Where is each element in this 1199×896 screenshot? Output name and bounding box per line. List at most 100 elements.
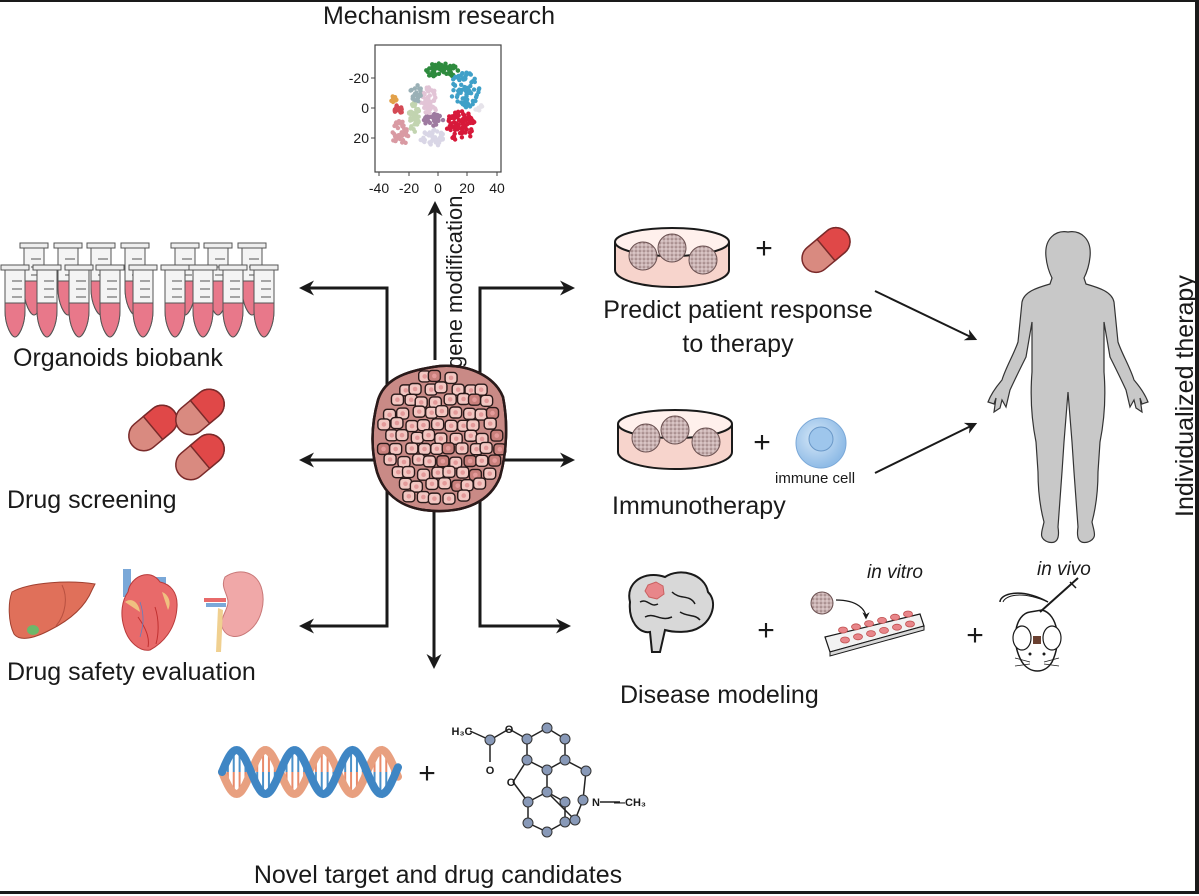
tsne-point-greyblue [409, 87, 414, 93]
organoid-nucleus [429, 481, 435, 487]
tsne-plot: -20 0 20 -40 -20 0 20 40 [349, 44, 505, 196]
organoid-nucleus [432, 373, 437, 379]
molecule-atom [541, 722, 553, 734]
organoid-nucleus [467, 458, 473, 464]
organoid-nucleus [490, 410, 495, 416]
organoid-nucleus [478, 387, 484, 393]
organoid-nucleus [467, 411, 472, 417]
well [892, 623, 902, 631]
organoid-nucleus [435, 421, 440, 427]
tsne-point-pale [473, 107, 478, 112]
well [877, 617, 887, 624]
test-tube-front [188, 264, 218, 338]
organoid-nucleus [421, 494, 426, 500]
wells [838, 610, 915, 644]
tsne-point-red [461, 125, 467, 130]
tube-cap [19, 242, 49, 249]
tsne-point-green [445, 65, 450, 71]
tsne-point-sage [414, 110, 419, 116]
dna-strand [218, 745, 402, 799]
test-tube-front [0, 264, 30, 338]
tsne-point-lavender [435, 129, 440, 134]
organoid-nucleus [479, 458, 485, 464]
organoid-nucleus [453, 410, 458, 415]
tsne-point-blue [472, 79, 477, 85]
tsne-xtick-label: 20 [459, 180, 475, 196]
well [905, 620, 915, 628]
organoid-nucleus [438, 436, 444, 441]
organoid-nucleus [387, 412, 392, 418]
mouse-icon [999, 577, 1079, 672]
well [851, 623, 861, 631]
molecule-nitrogen-label: N [592, 797, 600, 809]
tsne-point-lightpink [433, 107, 438, 113]
predict-response-label-line2: to therapy [682, 330, 794, 358]
drug-screening-label: Drug screening [7, 486, 177, 514]
tsne-point-rose [395, 125, 401, 131]
tsne-point-blue [470, 102, 475, 107]
organoid-nucleus [406, 493, 412, 499]
tsne-point-pale [476, 107, 482, 113]
tsne-point-blue [456, 73, 461, 79]
tube-cap [0, 264, 30, 271]
tsne-point-sage [415, 115, 420, 120]
well [853, 633, 863, 641]
organoid-cells [376, 369, 507, 505]
tsne-point-lavender [428, 141, 433, 146]
tsne-point-blue [459, 82, 464, 88]
tsne-point-lavender [418, 137, 423, 143]
in-vivo-label: in vivo [1037, 559, 1091, 580]
organoid-nucleus [478, 412, 484, 417]
tsne-point-blue [451, 88, 456, 93]
organoid-nucleus [416, 409, 422, 414]
tsne-point-lightpink [431, 98, 437, 104]
tsne-point-greyblue [412, 91, 417, 97]
molecule-oxygen-label: O [505, 724, 514, 736]
organoid-nucleus [403, 481, 408, 487]
tsne-point-blue [473, 95, 479, 100]
test-tube-front [32, 264, 62, 338]
organoid-nucleus [409, 446, 415, 451]
arrow-immune-to-human [874, 422, 978, 474]
tsne-point-green [433, 72, 438, 77]
molecule-atom [577, 794, 589, 806]
organoids-biobank-section: Organoids biobank [0, 242, 279, 372]
organoid-nucleus [487, 471, 493, 476]
organoid-nucleus [474, 446, 479, 452]
well [890, 613, 900, 621]
individualized-therapy-label: Individualized therapy [1171, 275, 1199, 517]
organoid-nucleus [461, 493, 467, 498]
molecule-atom [569, 814, 581, 826]
well [903, 610, 913, 618]
brain-icon [628, 571, 715, 653]
organoid-nucleus [381, 422, 387, 427]
tsne-point-green [451, 63, 456, 68]
molecule-oxygen-label: O [507, 777, 516, 789]
tube-cap [218, 264, 248, 271]
organoid-nucleus [433, 400, 438, 405]
tsne-point-blue [451, 77, 456, 82]
disease-modeling-section: + in vitro + in vivo Disease modeling [620, 559, 1091, 709]
organoid-nucleus [439, 408, 445, 414]
tsne-point-blue [460, 102, 466, 107]
organoid-nucleus [412, 386, 418, 392]
tube-cap [160, 264, 190, 271]
test-tube-front [218, 264, 248, 338]
organoid-nucleus [389, 432, 395, 438]
tsne-point-purple [433, 122, 438, 127]
tsne-ytick-label: -20 [349, 70, 369, 86]
tsne-point-rose [400, 119, 405, 125]
human-body-icon [987, 231, 1149, 544]
tsne-point-lightpink [425, 100, 431, 106]
tsne-ytick-label: 0 [361, 100, 369, 116]
organoid-nucleus [416, 457, 421, 462]
molecule-atom [484, 734, 496, 746]
tsne-point-red [452, 116, 457, 121]
tsne-point-blue [452, 83, 458, 88]
tsne-point-rose [392, 131, 397, 137]
tsne-point-purple [437, 113, 442, 119]
plus-sign: + [966, 619, 984, 652]
tsne-point-blue [460, 96, 465, 101]
